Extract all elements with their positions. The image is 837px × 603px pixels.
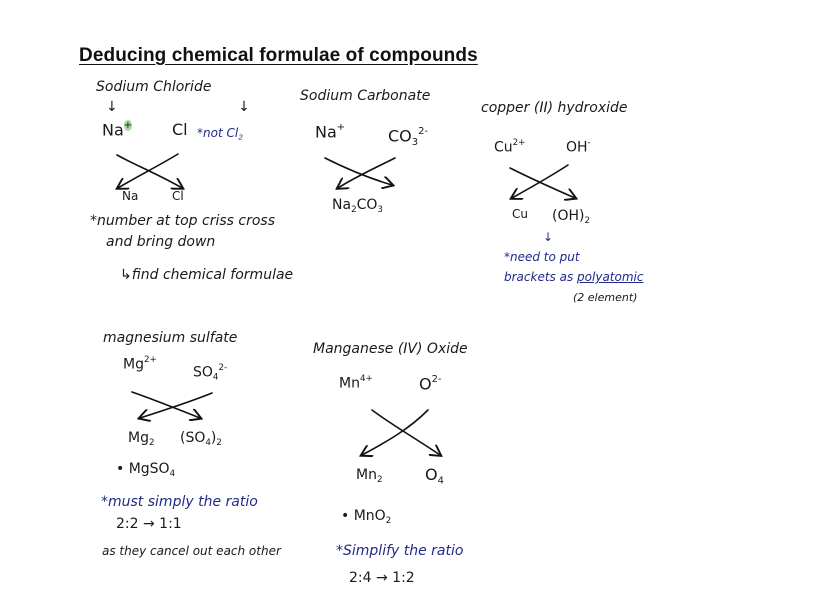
note-line: *number at top criss cross	[90, 213, 275, 229]
sulfate-ion: SO42-	[193, 363, 228, 383]
cross-stroke	[338, 157, 396, 188]
cross-stroke	[140, 392, 213, 418]
cross-stroke	[362, 409, 429, 455]
oxide-ion: O2-	[419, 374, 442, 394]
copper-ion: Cu2+	[494, 138, 526, 156]
page-title: Deducing chemical formulae of compounds	[79, 45, 478, 66]
result-cl: Cl	[172, 189, 184, 203]
ratio-line: 2:4 → 1:2	[349, 570, 415, 586]
copper-hydroxide-heading: copper (II) hydroxide	[481, 100, 628, 116]
result-na: Na	[122, 189, 139, 203]
note-line: (2 element)	[573, 291, 638, 304]
result-so4: (SO4)2	[180, 430, 222, 449]
down-arrow: ↓	[543, 230, 554, 244]
carbonate-ion: CO32-	[388, 126, 428, 148]
cross-stroke	[118, 153, 179, 188]
magnesium-sulfate-formula: • MgSO4	[116, 461, 176, 480]
chloride-ion: Cl	[172, 120, 188, 139]
cross-stroke	[324, 157, 392, 185]
ratio-line: 2:2 → 1:1	[116, 516, 182, 532]
sodium-ion: Na+	[315, 122, 346, 142]
sodium-chloride-heading: Sodium Chloride	[96, 79, 212, 95]
sodium-ion: Na+	[102, 120, 133, 140]
note-line: brackets as polyatomic	[504, 270, 644, 284]
manganese-ion: Mn4+	[339, 374, 373, 392]
chloride-note: *not Cl2	[197, 126, 243, 142]
note-line: as they cancel out each other	[102, 544, 281, 558]
result-oh: (OH)2	[552, 208, 591, 227]
result-mn: Mn2	[356, 467, 383, 486]
manganese-oxide-heading: Manganese (IV) Oxide	[313, 341, 468, 357]
down-arrows: ↓ ↓	[106, 99, 308, 115]
result-cu: Cu	[512, 207, 528, 221]
cross-stroke	[371, 409, 440, 455]
note-line: *must simply the ratio	[101, 494, 258, 510]
magnesium-sulfate-heading: magnesium sulfate	[103, 330, 238, 346]
note-line: and bring down	[106, 234, 216, 250]
sodium-carbonate-heading: Sodium Carbonate	[300, 88, 431, 104]
manganese-oxide-formula: • MnO2	[341, 508, 392, 527]
cross-stroke	[509, 167, 575, 198]
result-o4: O4	[425, 465, 444, 487]
cross-stroke	[131, 391, 200, 418]
note-line: *need to put	[504, 250, 580, 264]
sodium-carbonate-formula: Na2CO3	[332, 197, 383, 216]
result-mg: Mg2	[128, 430, 155, 449]
cross-stroke	[512, 164, 569, 198]
note-line: *Simplify the ratio	[336, 543, 464, 559]
note-line: ↳find chemical formulae	[120, 267, 294, 283]
magnesium-ion: Mg2+	[123, 355, 157, 373]
hydroxide-ion: OH-	[566, 138, 591, 156]
